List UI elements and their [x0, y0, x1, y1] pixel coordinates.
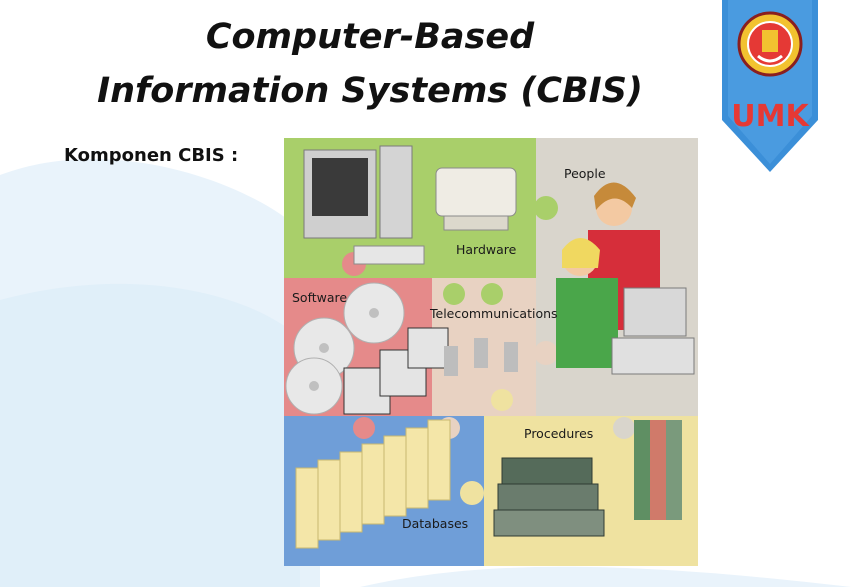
slide-title: Computer-Based Information Systems (CBIS… [60, 10, 680, 118]
title-line-1: Computer-Based [205, 17, 535, 57]
label-hardware: Hardware [456, 242, 517, 257]
slide-subtitle: Komponen CBIS : [64, 145, 239, 166]
label-procedures: Procedures [524, 426, 593, 441]
label-people: People [564, 166, 606, 181]
label-databases: Databases [402, 516, 468, 531]
label-telecommunications: Telecommunications [429, 306, 558, 321]
title-line-2: Information Systems (CBIS) [97, 71, 643, 111]
university-logo: UMK [722, 0, 818, 172]
cbis-puzzle-illustration: Hardware People Software Telecommunicati… [284, 138, 698, 566]
label-software: Software [292, 290, 347, 305]
logo-text: UMK [731, 99, 810, 134]
